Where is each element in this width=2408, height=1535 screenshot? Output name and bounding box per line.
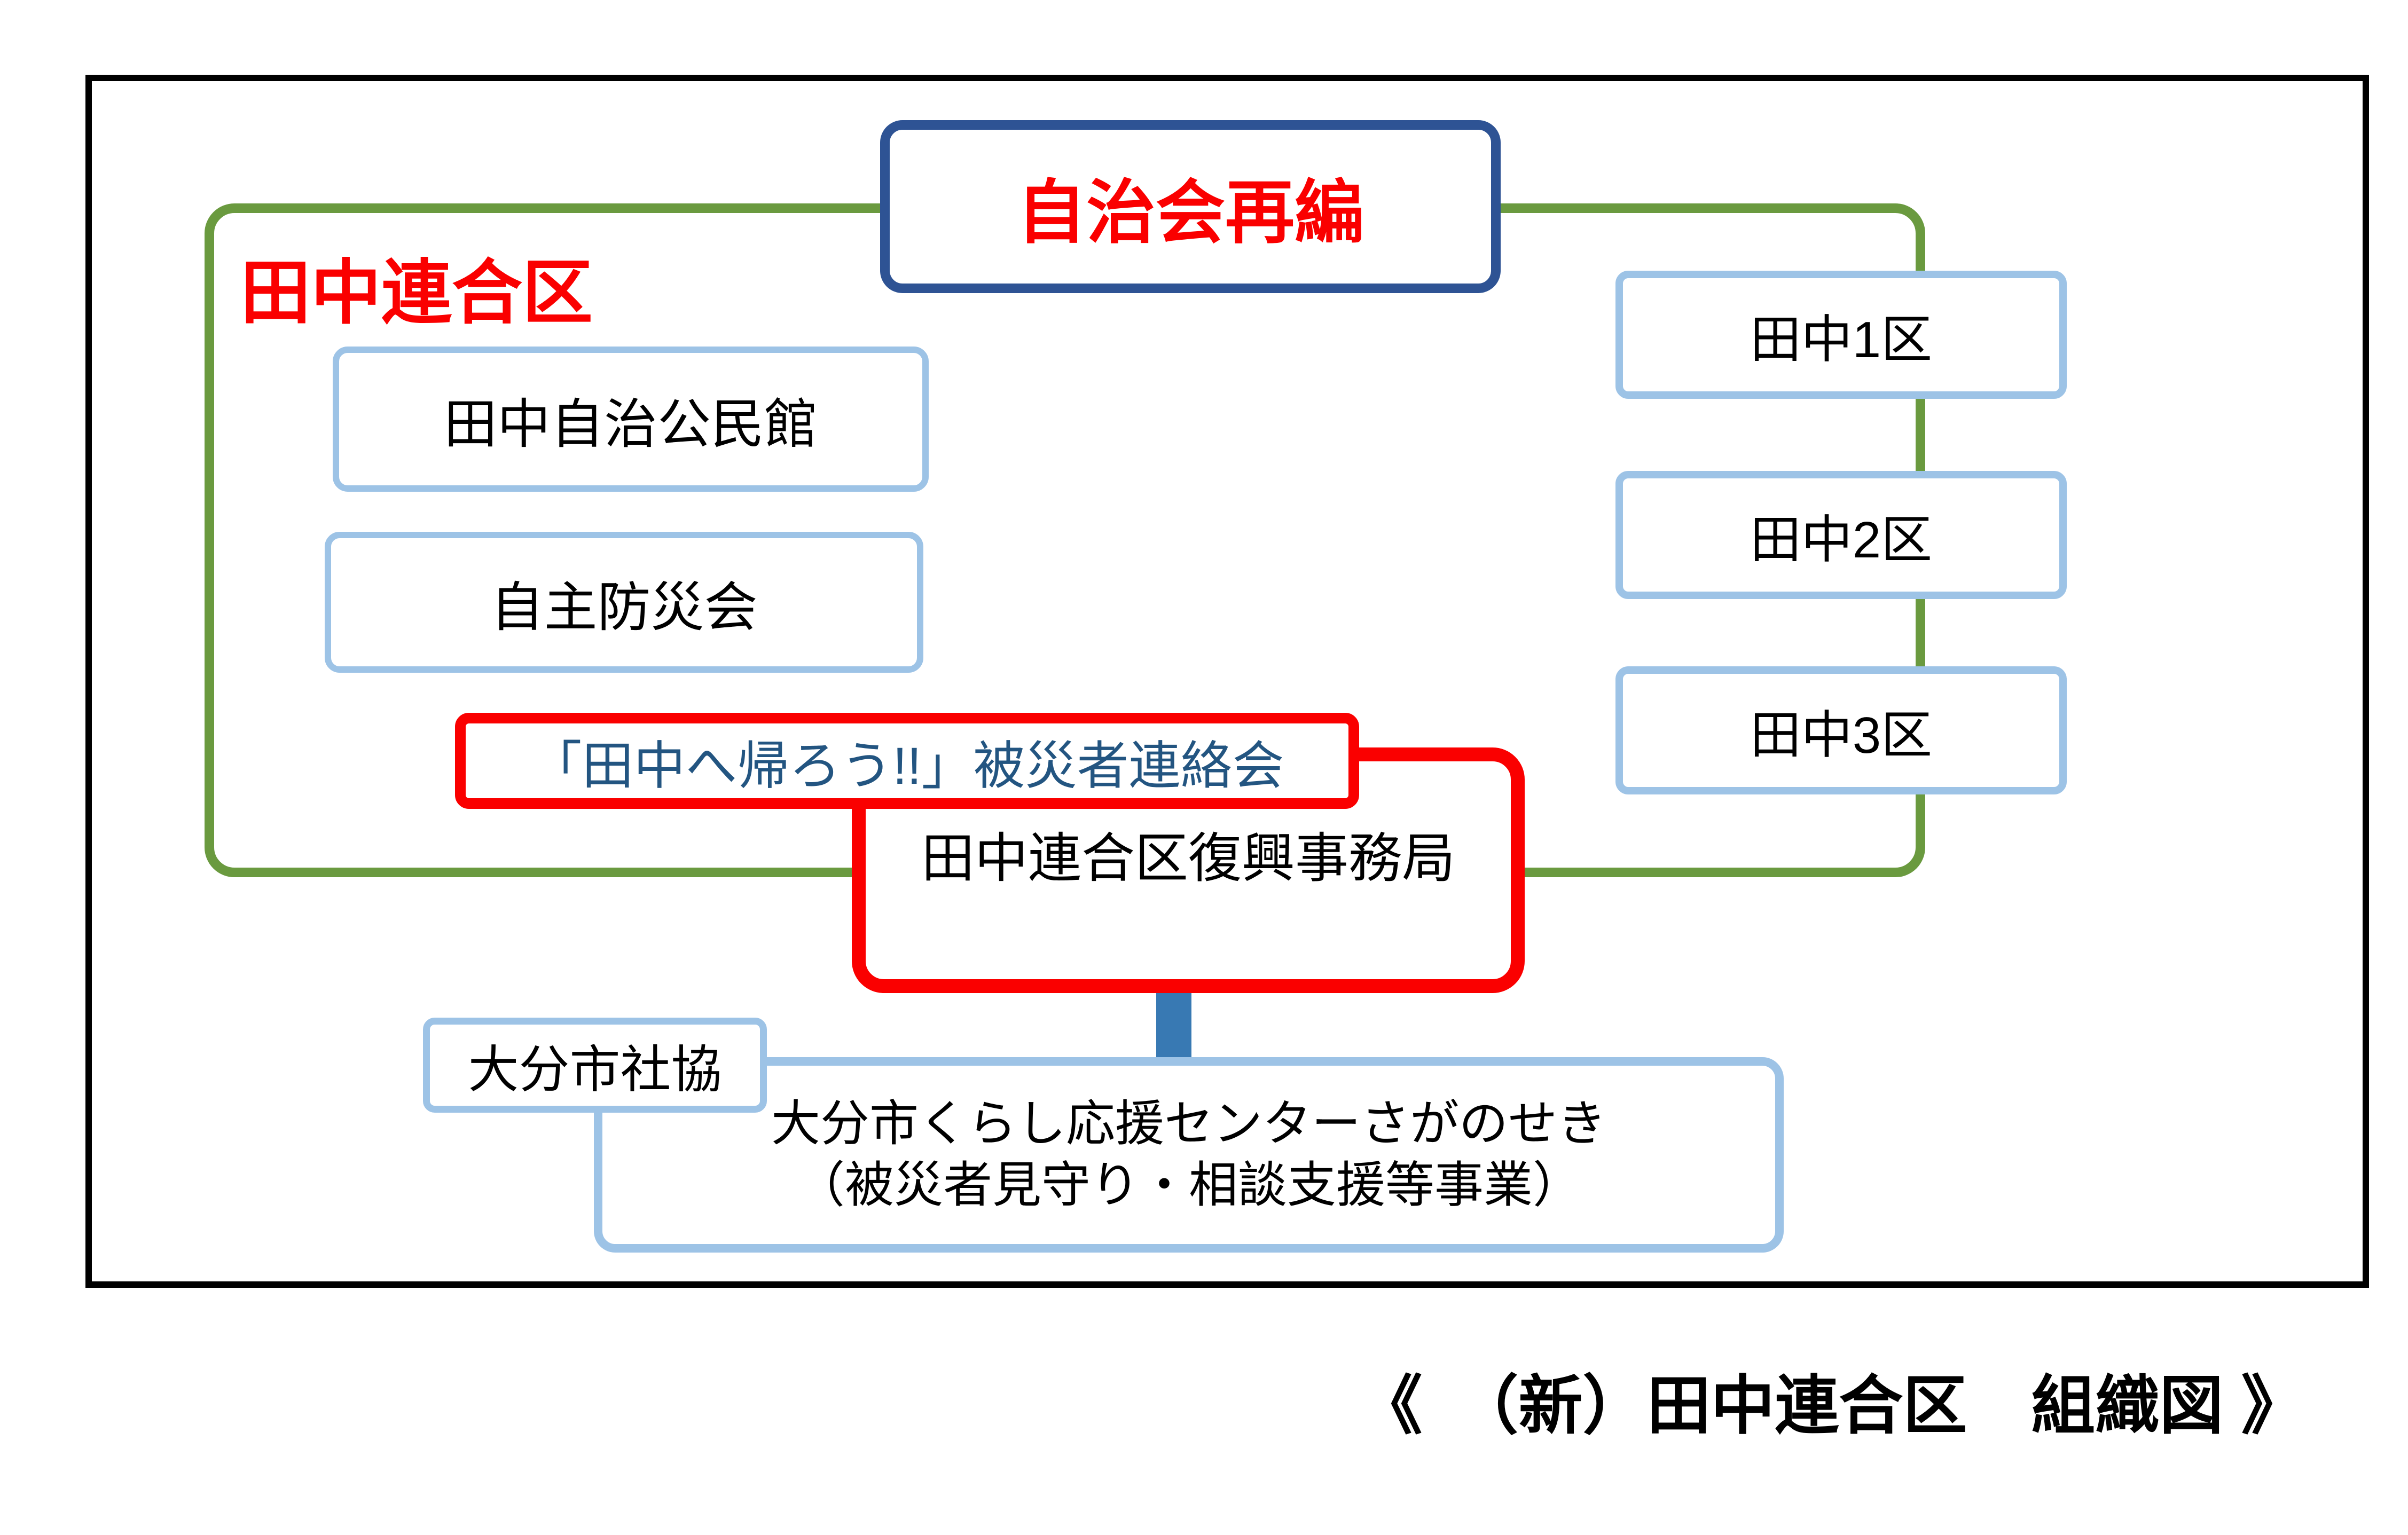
outer-frame xyxy=(85,75,2369,1288)
group-label-tanaka-rengo: 田中連合区 xyxy=(240,241,881,332)
box-bousai: 自主防災会 xyxy=(325,532,923,673)
box-tanaka-2ku-label: 田中2区 xyxy=(1750,511,1933,569)
box-oita-shakyo-label: 大分市社協 xyxy=(468,1041,722,1098)
group-label-text: 田中連合区 xyxy=(240,253,593,332)
diagram-caption-text: 《 （新）田中連合区 組織図 》 xyxy=(1358,1370,2305,1442)
box-tanaka-3ku: 田中3区 xyxy=(1615,666,2067,794)
box-kurashi-ouen-center-line1: 大分市くらし応援センターさがのせき xyxy=(771,1097,1606,1151)
box-fukkou-jimukyoku-label: 田中連合区復興事務局 xyxy=(921,829,1455,888)
connector-fukkou-to-center xyxy=(1156,980,1191,1068)
box-hisaisha-renrakukai: 「田中へ帰ろう!!」被災者連絡会 xyxy=(455,713,1359,809)
box-jichikai-saihen-label: 自治会再編 xyxy=(1016,174,1364,251)
box-kurashi-ouen-center: 大分市くらし応援センターさがのせき （被災者見守り・相談支援等事業） xyxy=(594,1057,1784,1253)
box-jichikai-saihen: 自治会再編 xyxy=(880,120,1501,293)
diagram-caption: 《 （新）田中連合区 組織図 》 xyxy=(1324,1352,2339,1448)
box-oita-shakyo: 大分市社協 xyxy=(423,1018,767,1113)
box-kominkan: 田中自治公民館 xyxy=(333,347,929,492)
box-tanaka-2ku: 田中2区 xyxy=(1615,471,2067,599)
box-kominkan-label: 田中自治公民館 xyxy=(444,394,818,454)
box-bousai-label: 自主防災会 xyxy=(490,577,758,637)
box-kurashi-ouen-center-line2: （被災者見守り・相談支援等事業） xyxy=(795,1158,1582,1213)
box-tanaka-1ku-label: 田中1区 xyxy=(1750,311,1933,368)
box-hisaisha-renrakukai-label: 「田中へ帰ろう!!」被災者連絡会 xyxy=(530,736,1284,795)
box-tanaka-3ku-label: 田中3区 xyxy=(1750,706,1933,764)
box-tanaka-1ku: 田中1区 xyxy=(1615,271,2067,399)
